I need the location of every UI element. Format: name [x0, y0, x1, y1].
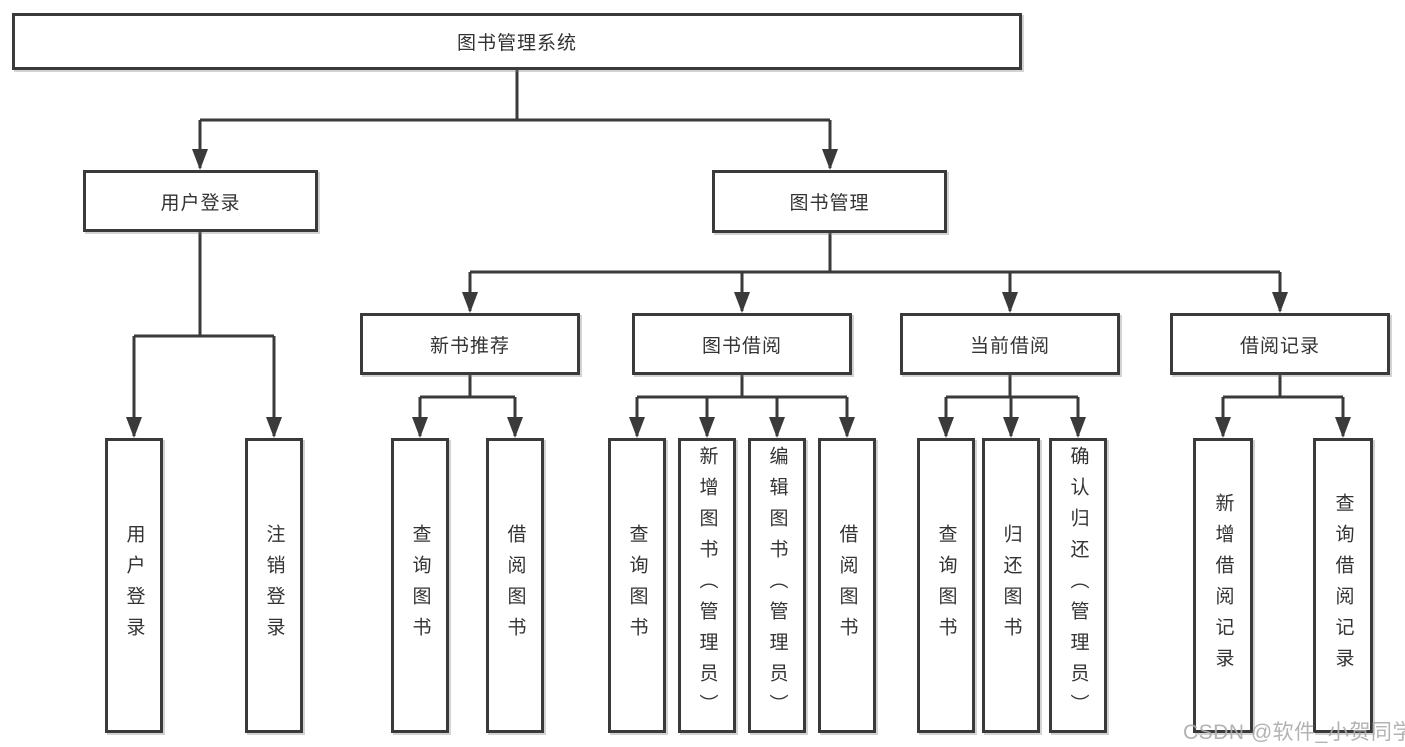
leaf-label: 注销登录 — [263, 523, 285, 648]
leaf-borrow-books: 借阅图书 — [818, 438, 876, 733]
leaf-query-books-recommend: 查询图书 — [391, 438, 449, 733]
leaf-query-books-current: 查询图书 — [917, 438, 975, 733]
arrowhead-icon — [266, 417, 282, 438]
node-book-management: 图书管理 — [712, 170, 947, 233]
node-library-management-system: 图书管理系统 — [12, 13, 1022, 70]
node-current-borrowing: 当前借阅 — [900, 313, 1120, 375]
leaf-add-borrow-record: 新增借阅记录 — [1193, 438, 1253, 733]
leaf-label: 查询图书 — [409, 523, 431, 648]
arrowhead-icon — [938, 417, 954, 438]
arrowhead-icon — [822, 149, 838, 170]
arrowhead-icon — [1002, 292, 1018, 313]
csdn-watermark: CSDN @软件_小贺同学 — [1183, 721, 1405, 744]
leaf-user-login: 用户登录 — [105, 438, 163, 733]
arrowhead-icon — [507, 417, 523, 438]
node-book-borrowing: 图书借阅 — [632, 313, 852, 375]
leaf-edit-book-admin: 编辑图书（管理员） — [748, 438, 806, 733]
leaf-label: 查询借阅记录 — [1332, 492, 1354, 679]
arrowhead-icon — [1215, 417, 1231, 438]
arrowhead-icon — [126, 417, 142, 438]
arrowhead-icon — [734, 292, 750, 313]
arrowhead-icon — [192, 149, 208, 170]
arrowhead-icon — [629, 417, 645, 438]
leaf-label: 查询图书 — [935, 523, 957, 648]
arrowhead-icon — [1335, 417, 1351, 438]
leaf-label: 确认归还（管理员） — [1067, 446, 1089, 725]
leaf-label: 新增借阅记录 — [1212, 492, 1234, 679]
leaf-label: 新增图书（管理员） — [696, 446, 718, 725]
node-user-login: 用户登录 — [83, 170, 318, 232]
leaf-label: 借阅图书 — [504, 523, 526, 648]
leaf-label: 用户登录 — [123, 523, 145, 648]
arrowhead-icon — [462, 292, 478, 313]
arrowhead-icon — [839, 417, 855, 438]
leaf-label: 借阅图书 — [836, 523, 858, 648]
arrowhead-icon — [1070, 417, 1086, 438]
node-new-book-recommendation: 新书推荐 — [360, 313, 580, 375]
arrowhead-icon — [1272, 292, 1288, 313]
arrowhead-icon — [1003, 417, 1019, 438]
arrowhead-icon — [699, 417, 715, 438]
leaf-return-books: 归还图书 — [982, 438, 1040, 733]
leaf-borrow-books-recommend: 借阅图书 — [486, 438, 544, 733]
leaf-query-books-borrowing: 查询图书 — [608, 438, 666, 733]
arrowhead-icon — [412, 417, 428, 438]
leaf-logout: 注销登录 — [245, 438, 303, 733]
node-borrowing-records: 借阅记录 — [1170, 313, 1390, 375]
arrowhead-icon — [769, 417, 785, 438]
leaf-query-borrow-record: 查询借阅记录 — [1313, 438, 1373, 733]
leaf-label: 编辑图书（管理员） — [766, 446, 788, 725]
leaf-confirm-return-admin: 确认归还（管理员） — [1049, 438, 1107, 733]
tree-edges — [132, 70, 1345, 436]
leaf-label: 归还图书 — [1000, 523, 1022, 648]
leaf-label: 查询图书 — [626, 523, 648, 648]
leaf-add-book-admin: 新增图书（管理员） — [678, 438, 736, 733]
